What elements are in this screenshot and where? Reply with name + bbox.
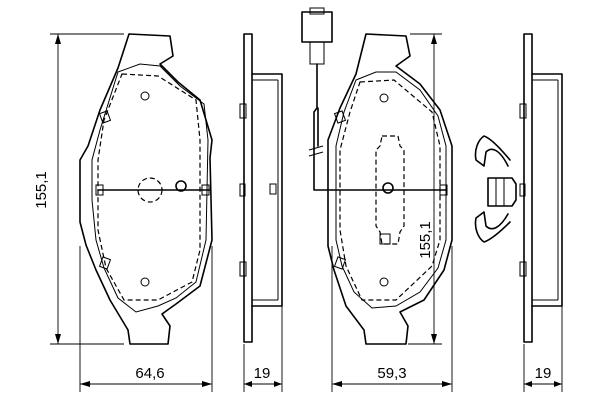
left-pad-top-tab <box>98 110 112 124</box>
left-pad-clip-right <box>201 184 210 196</box>
left-pad-pin-hole <box>175 180 187 192</box>
left-pad-clip-left <box>95 184 104 196</box>
right-side-backplate <box>523 33 533 343</box>
left-side-tab <box>239 183 246 197</box>
wear-sensor-boot <box>309 41 325 65</box>
right-pad-piston-outline <box>375 135 405 245</box>
right-width-label: 59,3 <box>377 365 406 382</box>
anti-rattle-spring-clip <box>474 135 517 243</box>
right-pad-outline <box>327 33 453 345</box>
left-pad-front-view <box>79 33 213 345</box>
right-pad-top-hole <box>379 93 389 103</box>
left-pad-bottom-hole <box>140 277 150 287</box>
wear-sensor-plug <box>309 7 325 15</box>
left-side-tab <box>239 261 247 277</box>
left-pad-top-hole <box>140 91 150 101</box>
right-pad-clip <box>439 184 448 196</box>
right-side-tab <box>519 261 527 277</box>
right-pad-center-pin <box>382 182 394 194</box>
dimension-left-height: 155,1 <box>33 33 124 345</box>
spring-clip-upper-arm <box>474 135 511 167</box>
wire-break-mark <box>308 145 324 151</box>
spring-clip-body <box>487 177 517 207</box>
left-pad-bottom-tab <box>98 256 112 270</box>
left-side-tab <box>239 103 247 119</box>
spring-clip-lower-arm <box>474 211 511 243</box>
left-pad-center-hole <box>137 177 163 203</box>
wire-break-mark <box>308 151 324 157</box>
dimension-right-thickness: 19 <box>523 306 563 392</box>
left-pad-outline <box>79 33 213 345</box>
right-pad-bottom-hole <box>379 277 389 287</box>
right-pad-top-tab <box>333 110 347 124</box>
right-side-tab <box>519 183 526 197</box>
left-side-pin <box>269 183 277 195</box>
right-pad-lower-clip <box>379 233 391 245</box>
dimension-right-height: 155,1 <box>408 33 442 345</box>
left-side-friction <box>251 73 283 307</box>
right-pad-front-view <box>301 7 453 345</box>
right-thickness-label: 19 <box>535 365 552 382</box>
right-pad-bottom-tab <box>333 256 347 270</box>
left-pad-friction-area <box>97 73 201 301</box>
dimension-left-thickness: 19 <box>243 306 283 392</box>
left-side-backplate <box>243 33 253 343</box>
right-side-tab <box>519 103 527 119</box>
wear-sensor-connector <box>301 11 333 43</box>
left-width-label: 64,6 <box>135 365 164 382</box>
left-thickness-label: 19 <box>254 365 271 382</box>
left-height-label: 155,1 <box>33 171 50 209</box>
right-height-label: 155,1 <box>417 221 434 259</box>
wear-sensor-wire <box>313 63 333 191</box>
right-pad-side-view <box>519 33 563 343</box>
left-pad-side-view <box>239 33 283 343</box>
dimension-right-width: 59,3 <box>331 246 453 392</box>
dimension-left-width: 64,6 <box>79 246 213 392</box>
left-pad-inner-edge <box>91 63 209 313</box>
right-pad-inner-edge <box>335 71 447 309</box>
right-pad-friction-area <box>339 79 441 301</box>
right-side-friction <box>531 73 563 307</box>
